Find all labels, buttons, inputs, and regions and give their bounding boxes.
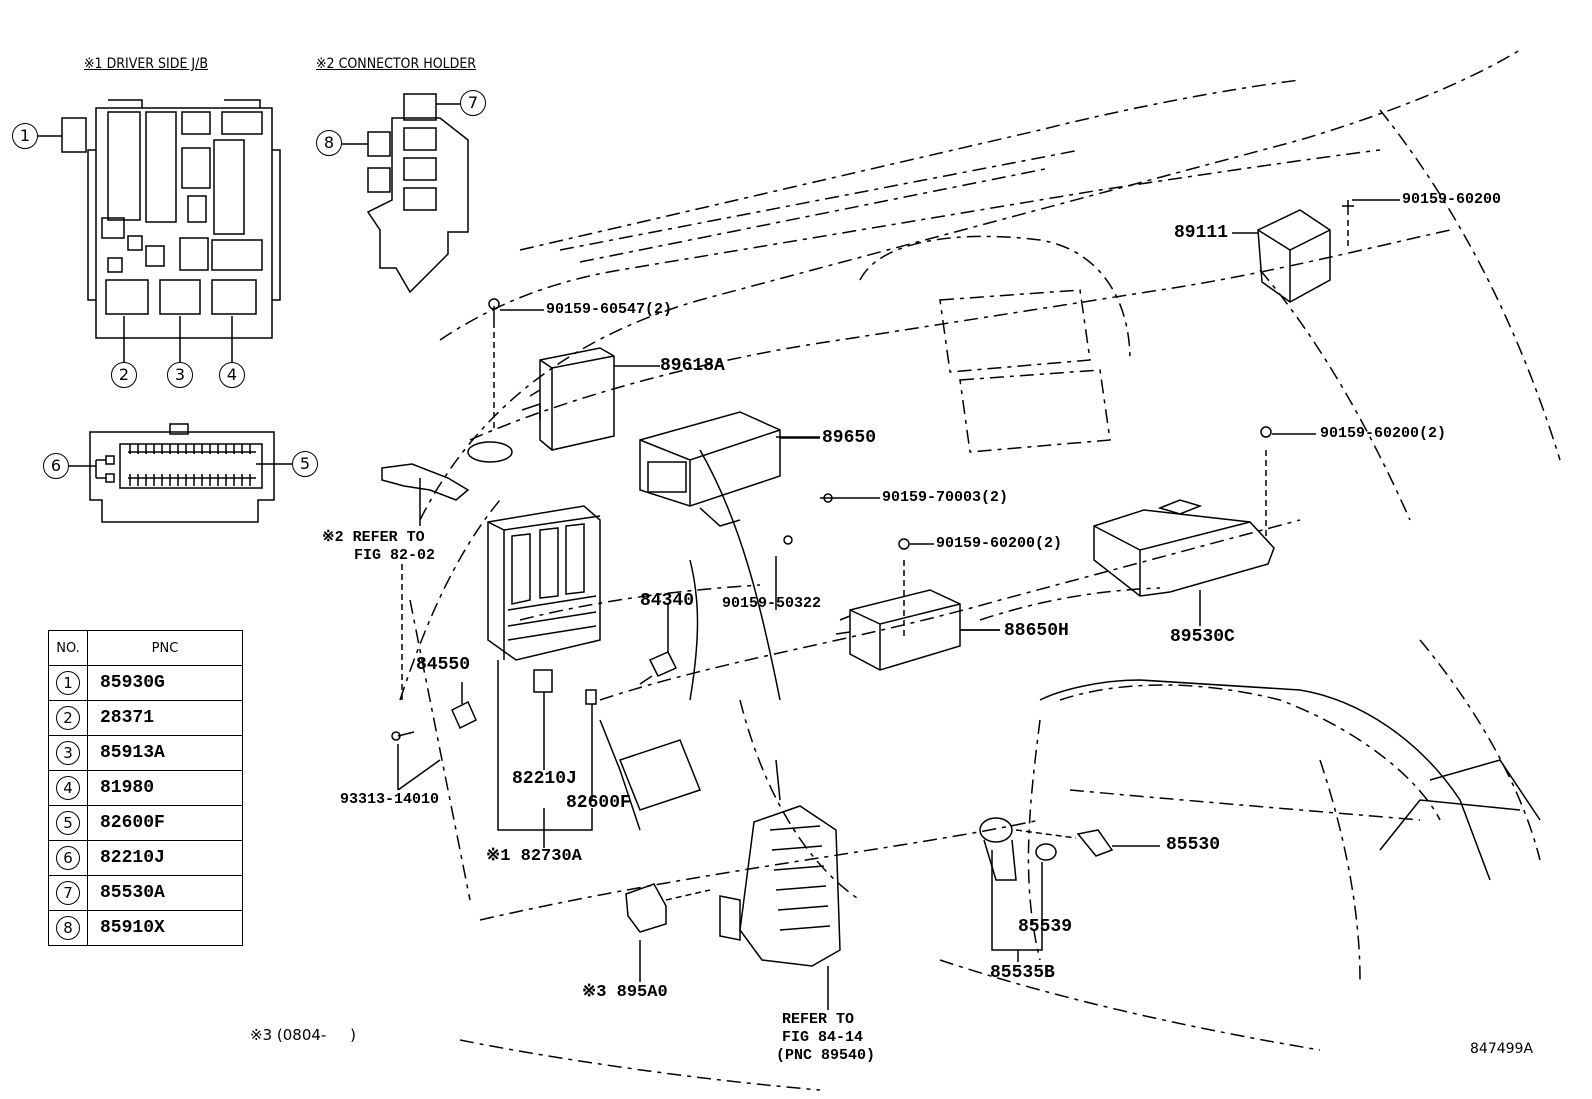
note-3-date-range: ※3 (0804- ) (250, 1026, 357, 1044)
row-pnc: 28371 (87, 700, 243, 736)
ecu-89618A (467, 298, 660, 463)
table-row: 3 85913A (48, 735, 243, 771)
row-number: 5 (56, 811, 80, 835)
row-number: 8 (56, 916, 80, 940)
part-82600F: 82600F (566, 793, 631, 813)
row-number: 2 (56, 706, 80, 730)
row-number: 4 (56, 776, 80, 800)
row-pnc: 82210J (87, 840, 243, 876)
connector-inset (68, 423, 292, 523)
bolt-90159-70003: 90159-70003(2) (882, 489, 1009, 506)
table-header-pnc: PNC (87, 630, 243, 666)
table-row: 1 85930G (48, 665, 243, 701)
part-85539: 85539 (1018, 917, 1073, 937)
row-pnc: 85910X (87, 910, 243, 946)
refer-fig-84-14-line1: REFER TO (782, 1011, 855, 1028)
part-85535B: 85535B (990, 963, 1055, 983)
bolt-90159-60547: 90159-60547(2) (546, 301, 673, 318)
part-82210J: 82210J (512, 769, 577, 789)
table-row: 7 85530A (48, 875, 243, 911)
refer-fig-82-02-line2: FIG 82-02 (354, 547, 436, 564)
connector-holder-header: ※2 CONNECTOR HOLDER (316, 56, 477, 72)
row-number: 1 (56, 671, 80, 695)
bolt-90159-60200-2-right: 90159-60200(2) (1320, 425, 1447, 442)
row-pnc: 85530A (87, 875, 243, 911)
callout-8: 8 (316, 130, 342, 156)
switch-84340 (639, 559, 699, 701)
row-pnc: 85913A (87, 735, 243, 771)
callout-6: 6 (43, 453, 69, 479)
part-84550: 84550 (416, 655, 471, 675)
refer-fig-84-14-line2: FIG 84-14 (782, 1029, 864, 1046)
socket-85530 (979, 817, 1160, 962)
ecu-bracket-ref-84-14 (719, 759, 841, 1010)
row-pnc: 82600F (87, 805, 243, 841)
bracket-89530C (1093, 426, 1316, 626)
leader-lines (776, 436, 1000, 631)
row-number: 3 (56, 741, 80, 765)
row-number: 7 (56, 881, 80, 905)
driver-side-jb-inset (38, 99, 281, 362)
driver-side-jb-header: ※1 DRIVER SIDE J/B (84, 56, 209, 72)
table-row: 8 85910X (48, 910, 243, 946)
module-89111 (1232, 199, 1400, 303)
part-88650H: 88650H (1004, 621, 1069, 641)
part-85530: 85530 (1166, 835, 1221, 855)
refer-fig-84-14-line3: (PNC 89540) (776, 1047, 876, 1064)
connector-holder-inset (342, 93, 469, 294)
callout-5: 5 (292, 451, 318, 477)
part-89530C: 89530C (1170, 627, 1235, 647)
row-number: 6 (56, 846, 80, 870)
part-895A0: ※3 895A0 (582, 983, 668, 1002)
junction-block-82730A (487, 505, 601, 848)
callout-2: 2 (111, 362, 137, 388)
switch-895A0 (625, 883, 711, 982)
callout-4: 4 (219, 362, 245, 388)
part-89111: 89111 (1174, 223, 1229, 243)
dashboard-outline (399, 49, 1561, 1091)
table-row: 4 81980 (48, 770, 243, 806)
drawing-number: 847499A (1470, 1041, 1534, 1057)
part-84340: 84340 (640, 591, 695, 611)
table-row: 2 28371 (48, 700, 243, 736)
bolt-90159-50322: 90159-50322 (722, 595, 822, 612)
row-pnc: 85930G (87, 665, 243, 701)
table-row: 6 82210J (48, 840, 243, 876)
refer-fig-82-02-line1: ※2 REFER TO (322, 529, 425, 546)
part-89650: 89650 (822, 428, 877, 448)
bolt-90159-60200-top: 90159-60200 (1402, 191, 1502, 208)
part-89618A: 89618A (660, 356, 725, 376)
module-89650 (639, 411, 880, 545)
dashboard-solid-lines (599, 449, 1541, 881)
bracket-ref-82-02 (381, 463, 470, 526)
callout-3: 3 (167, 362, 193, 388)
switch-84550 (391, 560, 477, 791)
part-82730A: ※1 82730A (486, 847, 582, 866)
row-pnc: 81980 (87, 770, 243, 806)
bolt-93313-14010: 93313-14010 (340, 791, 440, 808)
table-row: 5 82600F (48, 805, 243, 841)
callout-1: 1 (12, 123, 38, 149)
table-header-no: NO. (48, 630, 88, 666)
bolt-90159-60200-2-mid: 90159-60200(2) (936, 535, 1063, 552)
callout-7: 7 (460, 90, 486, 116)
